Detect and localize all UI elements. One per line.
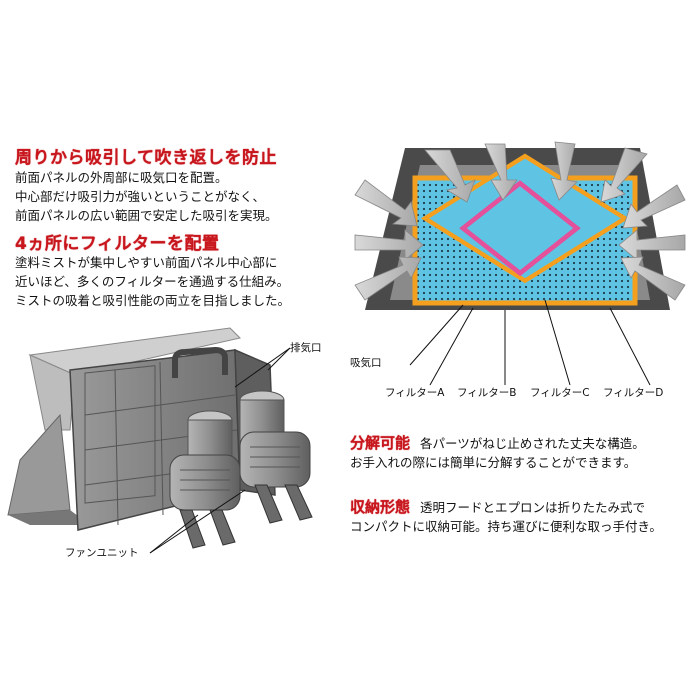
label-filter-d: フィルターD (603, 387, 664, 399)
feature-disassembly: 分解可能各パーツがねじ止めされた丈夫な構造。 お手入れの際には簡単に分解すること… (350, 434, 645, 472)
filters-line-1: 塗料ミストが集中しやすい前面パネル中心部に (15, 255, 278, 270)
suction-description: 前面パネルの外周部に吸気口を配置。 中心部だけ吸引力が強いということがなく、 前… (15, 168, 278, 225)
booth-device-illustration (7, 327, 313, 554)
feature-storage-line-2: コンパクトに収納可能。持ち運びに便利な取っ手付き。 (350, 519, 662, 534)
label-intake: 吸気口 (350, 357, 382, 369)
filters-line-2: 近いほど、多くのフィルターを通過する仕組み。 (15, 274, 290, 289)
suction-line-1: 前面パネルの外周部に吸気口を配置。 (15, 170, 228, 185)
feature-storage: 収納形態透明フードとエプロンは折りたたみ式で コンパクトに収納可能。持ち運びに便… (350, 498, 662, 536)
label-filter-a: フィルターA (385, 387, 445, 399)
feature-disassembly-line-2: お手入れの際には簡単に分解することができます。 (350, 455, 637, 470)
feature-disassembly-title: 分解可能 (350, 434, 411, 452)
label-filter-b: フィルターB (457, 387, 517, 399)
filters-description: 塗料ミストが集中しやすい前面パネル中心部に 近いほど、多くのフィルターを通過する… (15, 253, 290, 310)
heading-suction: 周りから吸引して吹き返しを防止 (15, 148, 277, 168)
label-filter-c: フィルターC (530, 387, 590, 399)
heading-filters: 4ヵ所にフィルターを配置 (15, 234, 220, 254)
filter-diagram (354, 141, 686, 386)
suction-line-2: 中心部だけ吸引力が強いということがなく、 (15, 189, 266, 204)
filter-pink-diamond (459, 180, 581, 277)
feature-storage-line-1: 透明フードとエプロンは折りたたみ式で (420, 500, 646, 515)
filters-line-3: ミストの吸着と吸引性能の両立を目指しました。 (15, 293, 291, 308)
label-exhaust: 排気口 (290, 342, 322, 354)
feature-storage-title: 収納形態 (350, 498, 411, 516)
label-fan-unit: ファンユニット (65, 547, 139, 559)
suction-line-3: 前面パネルの広い範囲で安定した吸引を実現。 (15, 208, 278, 223)
feature-disassembly-line-1: 各パーツがねじ止めされた丈夫な構造。 (420, 436, 645, 451)
